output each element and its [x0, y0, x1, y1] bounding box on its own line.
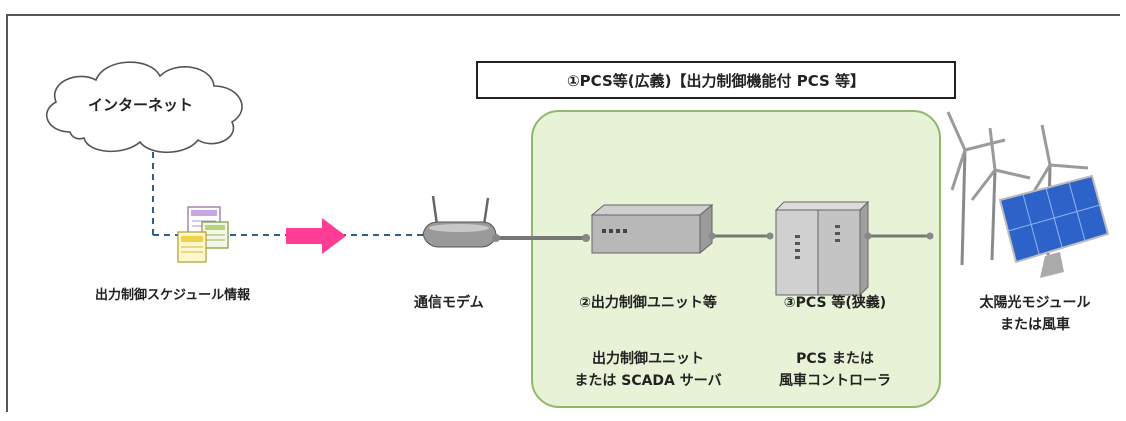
modem-icon: [422, 195, 497, 248]
internet-label: インターネット: [88, 96, 194, 114]
pcs-desc-line1: PCS または: [796, 351, 874, 367]
pcs-desc-line2: 風車コントローラ: [779, 373, 891, 389]
generator-label-line1: 太陽光モジュール: [979, 295, 1091, 311]
pcs-broad-panel: [531, 110, 941, 408]
modem-label: 通信モデム: [414, 295, 484, 311]
frame-left-border: [6, 14, 8, 412]
frame-top-border: [6, 14, 1120, 16]
schedule-document-icon: [177, 206, 229, 263]
control-unit-desc-line2: または SCADA サーバ: [574, 373, 722, 389]
pcs-narrow-label: ③PCS 等(狭義): [783, 295, 887, 311]
pcs-broad-title-box: ①PCS等(広義)【出力制御機能付 PCS 等】: [476, 61, 956, 99]
control-unit-label: ②出力制御ユニット等: [579, 295, 717, 311]
schedule-label: 出力制御スケジュール情報: [95, 288, 251, 303]
cable-unit-to-pcs: [708, 232, 774, 240]
data-flow-arrow-icon: [286, 218, 346, 254]
cable-modem-to-unit: [492, 234, 590, 242]
control-unit-icon: [590, 203, 714, 255]
pcs-cabinet-icon: [774, 200, 870, 297]
pcs-broad-title: ①PCS等(広義)【出力制御機能付 PCS 等】: [566, 71, 866, 90]
generator-label-line2: または風車: [1000, 317, 1070, 333]
cable-pcs-to-generator: [864, 232, 934, 240]
wind-solar-icon: [946, 111, 1110, 278]
internet-cloud-icon: [45, 61, 243, 153]
control-unit-desc-line1: 出力制御ユニット: [592, 351, 704, 367]
